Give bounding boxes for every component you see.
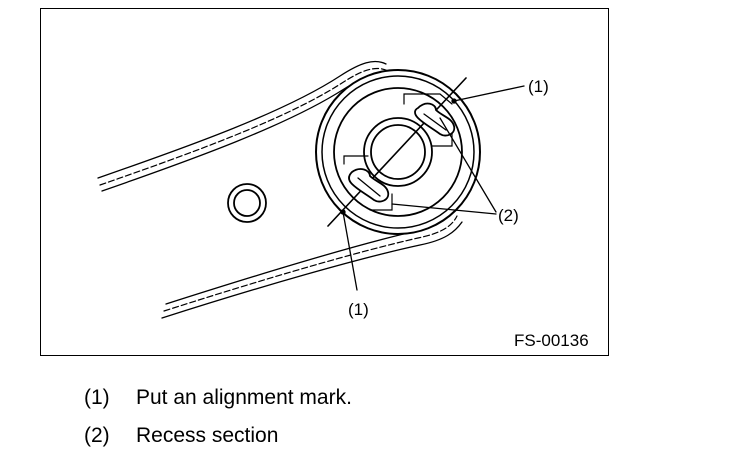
- legend-number: (1): [84, 386, 110, 409]
- legend-text: Put an alignment mark.: [136, 386, 352, 409]
- legend-number: (2): [84, 424, 110, 447]
- leader-lines: [340, 85, 525, 291]
- recess-lower: [348, 168, 390, 203]
- alignment-mark-line: [327, 77, 467, 227]
- legend-text: Recess section: [136, 424, 279, 447]
- callout-1-top: (1): [528, 77, 549, 96]
- legend-item-2: (2) Recess section: [84, 424, 278, 448]
- legend-item-1: (1) Put an alignment mark.: [84, 386, 352, 410]
- small-hole: [227, 183, 267, 223]
- figure-code: FS-00136: [514, 331, 589, 350]
- callout-1-bottom: (1): [348, 300, 369, 319]
- callout-2: (2): [498, 206, 519, 225]
